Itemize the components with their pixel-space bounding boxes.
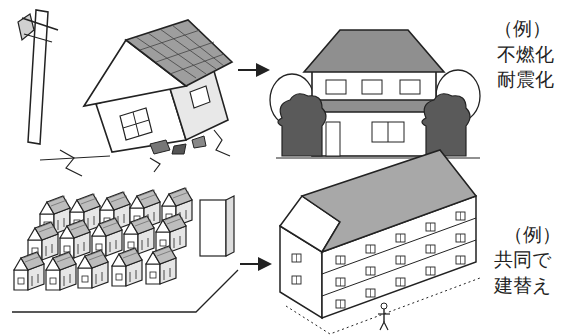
measure-text: 建替え xyxy=(494,274,551,296)
measure-text: 耐震化 xyxy=(497,68,554,90)
measure-text: 共同で xyxy=(494,248,551,270)
crowded-houses xyxy=(12,188,238,312)
measure-text: 不燃化 xyxy=(497,43,554,65)
change-arrow xyxy=(238,63,270,77)
apartment-building xyxy=(280,150,480,334)
collapsed-house xyxy=(18,10,232,176)
example-mark: （例） xyxy=(504,223,561,245)
change-arrow xyxy=(240,257,272,271)
example-mark: （例） xyxy=(494,17,551,39)
rebuilt-house xyxy=(270,30,480,158)
